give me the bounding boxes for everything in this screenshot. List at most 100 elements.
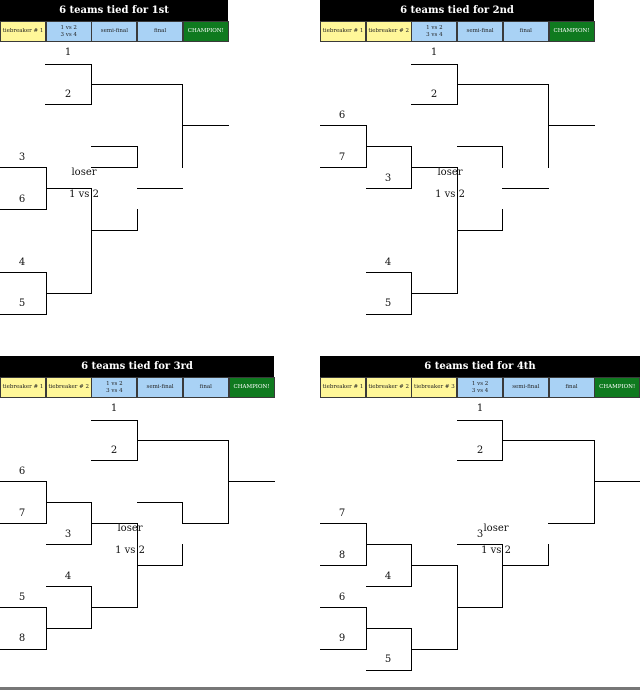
round-header-text: 1 vs 2: [426, 25, 443, 32]
round-header-6: final: [548, 377, 595, 398]
round-header-text: 3 vs 4: [60, 31, 77, 38]
round-header-5: final: [182, 377, 229, 398]
bracket-line: [228, 440, 229, 524]
round-header-text: 3 vs 4: [426, 31, 443, 38]
round-header-text: CHAMPION!: [599, 384, 636, 391]
round-header-3: semi-final: [91, 21, 138, 42]
bracket-line: [182, 544, 183, 566]
bracket-line: [46, 544, 92, 545]
team-seed: 2: [430, 89, 438, 100]
team-seed: 4: [384, 571, 392, 582]
bracket-line: [46, 293, 92, 294]
bracket-line: [46, 188, 92, 189]
round-header-1: tiebreaker # 1: [320, 21, 366, 42]
bracket-line: [411, 544, 412, 587]
team-seed: 3: [18, 152, 26, 163]
team-seed: 7: [338, 152, 346, 163]
team-seed: 6: [338, 592, 346, 603]
bracket-line: [411, 167, 458, 168]
bracket-line: [411, 649, 458, 650]
bracket-line: [228, 481, 275, 482]
bracket-line: [457, 607, 503, 608]
loser-matchup-label: 1 vs 2: [115, 545, 145, 556]
bracket-line: [366, 146, 412, 147]
team-seed: 7: [18, 508, 26, 519]
bracket-line: [502, 440, 595, 441]
bracket-line: [457, 460, 503, 461]
round-header-text: semi-final: [146, 384, 174, 391]
bracket-line: [0, 209, 47, 210]
team-seed: 1: [64, 47, 72, 58]
team-seed: 4: [64, 571, 72, 582]
bracket-line: [548, 523, 595, 524]
round-header-6: CHAMPION!: [548, 21, 595, 42]
team-seed: 5: [384, 298, 392, 309]
bracket-line: [0, 649, 47, 650]
bracket-line: [366, 544, 412, 545]
bracket-line: [0, 607, 47, 608]
team-seed: 4: [384, 257, 392, 268]
team-seed: 1: [430, 47, 438, 58]
bracket-line: [366, 188, 412, 189]
bracket-line: [548, 544, 549, 566]
bracket-line: [0, 167, 47, 168]
bracket-line: [45, 104, 92, 105]
loser-matchup-label: 1 vs 2: [435, 189, 465, 200]
bracket-line: [46, 628, 92, 629]
bracket-line: [411, 64, 458, 65]
loser-matchup-label: 1 vs 2: [481, 545, 511, 556]
bracket-line: [137, 440, 229, 441]
round-header-1: tiebreaker # 1: [320, 377, 366, 398]
bracket-line: [137, 502, 183, 503]
bracket-line: [457, 544, 503, 545]
round-header-text: tiebreaker # 2: [368, 28, 410, 35]
loser-label: loser: [437, 167, 463, 178]
round-header-5: CHAMPION!: [182, 21, 229, 42]
bracket-line: [548, 125, 595, 126]
bracket-line: [502, 565, 549, 566]
bracket-line: [137, 188, 183, 189]
round-header-4: semi-final: [457, 21, 504, 42]
bracket-line: [366, 272, 412, 273]
bracket-line: [320, 607, 367, 608]
round-header-text: tiebreaker # 1: [2, 28, 44, 35]
bottom-rule: [0, 687, 640, 690]
bracket-line: [137, 209, 138, 231]
bracket-line: [320, 649, 367, 650]
team-seed: 5: [18, 298, 26, 309]
bracket-line: [411, 104, 458, 105]
bracket-line: [46, 502, 92, 503]
round-header-text: CHAMPION!: [233, 384, 270, 391]
panel-title: 6 teams tied for 1st: [0, 0, 228, 21]
round-header-text: 3 vs 4: [106, 387, 123, 394]
team-seed: 1: [110, 403, 118, 414]
bracket-line: [182, 523, 229, 524]
round-header-7: CHAMPION!: [594, 377, 640, 398]
bracket-line: [457, 84, 549, 85]
team-seed: 6: [338, 110, 346, 121]
round-header-5: semi-final: [502, 377, 549, 398]
round-header-text: final: [565, 384, 578, 391]
round-header-text: tiebreaker # 2: [48, 384, 90, 391]
bracket-line: [320, 523, 367, 524]
team-seed: 2: [110, 445, 118, 456]
team-seed: 6: [18, 466, 26, 477]
round-header-4: final: [137, 21, 184, 42]
bracket-line: [502, 188, 549, 189]
bracket-line: [320, 125, 367, 126]
bracket-line: [0, 523, 47, 524]
bracket-line: [411, 293, 458, 294]
bracket-line: [45, 64, 92, 65]
bracket-line: [548, 84, 549, 168]
bracket-line: [457, 146, 503, 147]
bracket-line: [0, 481, 47, 482]
bracket-line: [91, 146, 138, 147]
round-header-text: tiebreaker # 2: [368, 384, 410, 391]
bracket-line: [457, 420, 503, 421]
